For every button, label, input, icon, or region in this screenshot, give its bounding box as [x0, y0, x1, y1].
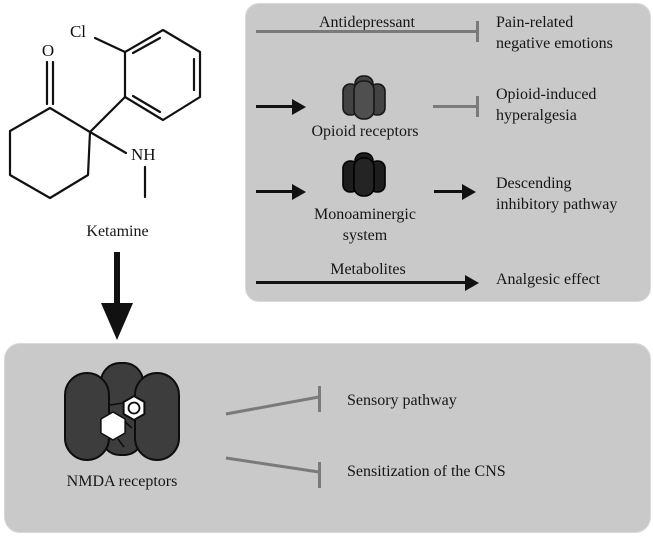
target-line: Descending	[496, 175, 572, 192]
ketamine-structure-drawing: O Cl NH	[8, 22, 202, 200]
opioid-inhibition-tbar	[476, 96, 479, 117]
target-line: negative emotions	[496, 35, 613, 52]
to-monoaminergic-arrowhead	[292, 184, 306, 200]
sensitization-cns-label: Sensitization of the CNS	[347, 463, 506, 480]
nmda-panel: NMDA receptors Sensory pathway Sensitiza…	[4, 343, 651, 533]
ketamine-to-nmda-arrowhead	[101, 303, 133, 340]
analgesic-effect-label: Analgesic effect	[496, 271, 601, 288]
other-mechanisms-panel: Antidepressant Pain-related negative emo…	[245, 3, 651, 302]
chlorine-bond	[93, 36, 127, 54]
metabolites-pathway-label: Metabolites	[330, 261, 406, 278]
sensory-pathway-label: Sensory pathway	[347, 392, 457, 409]
to-monoaminergic-arrow	[256, 190, 292, 193]
nmda-inhibition-lines	[225, 386, 321, 488]
chlorine-atom-label: Cl	[70, 22, 86, 41]
molecule-name-label: Ketamine	[86, 223, 149, 240]
amine-group-label: NH	[131, 145, 156, 164]
target-line: inhibitory pathway	[496, 196, 618, 213]
antidepressant-pathway-label: Antidepressant	[319, 14, 415, 31]
pain-related-emotions-label: Pain-related negative emotions	[496, 12, 613, 54]
target-line: Pain-related	[496, 14, 574, 31]
aromatic-bond	[131, 36, 162, 55]
opioid-receptor-icon	[342, 75, 386, 120]
monoaminergic-output-arrowhead	[462, 184, 476, 200]
nmda-receptors-label: NMDA receptors	[66, 473, 178, 490]
nmda-receptor-icon	[64, 362, 180, 461]
benzene-ring	[123, 28, 202, 122]
ketamine-to-nmda-arrow	[114, 252, 120, 304]
antidepressant-inhibition-line	[256, 30, 478, 33]
opioid-induced-hyperalgesia-label: Opioid-induced hyperalgesia	[496, 84, 596, 126]
to-opioid-arrowhead	[292, 99, 306, 115]
monoaminergic-system-label: Monoaminergic system	[275, 204, 455, 246]
metabolites-arrowhead	[465, 275, 479, 291]
ring-link-bond	[88, 95, 127, 134]
opioid-inhibition-line	[433, 105, 478, 108]
oxygen-atom-label: O	[42, 41, 54, 60]
target-line: Opioid-induced	[496, 86, 597, 103]
cyclohexanone-ring	[8, 106, 92, 200]
receptor-line: system	[342, 227, 388, 244]
to-opioid-arrow	[256, 105, 292, 108]
ligand-hexagon-icon	[100, 411, 126, 441]
antidepressant-inhibition-tbar	[476, 21, 479, 42]
opioid-receptors-label: Opioid receptors	[311, 123, 419, 140]
target-line: hyperalgesia	[496, 107, 577, 124]
monoaminergic-output-arrow	[434, 190, 462, 193]
aromatic-bond	[131, 94, 162, 114]
receptor-line: Monoaminergic	[314, 206, 416, 223]
amine-bond	[88, 130, 128, 155]
metabolites-arrow	[256, 281, 465, 284]
descending-inhibitory-pathway-label: Descending inhibitory pathway	[496, 173, 617, 215]
monoaminergic-receptor-icon	[342, 152, 386, 197]
